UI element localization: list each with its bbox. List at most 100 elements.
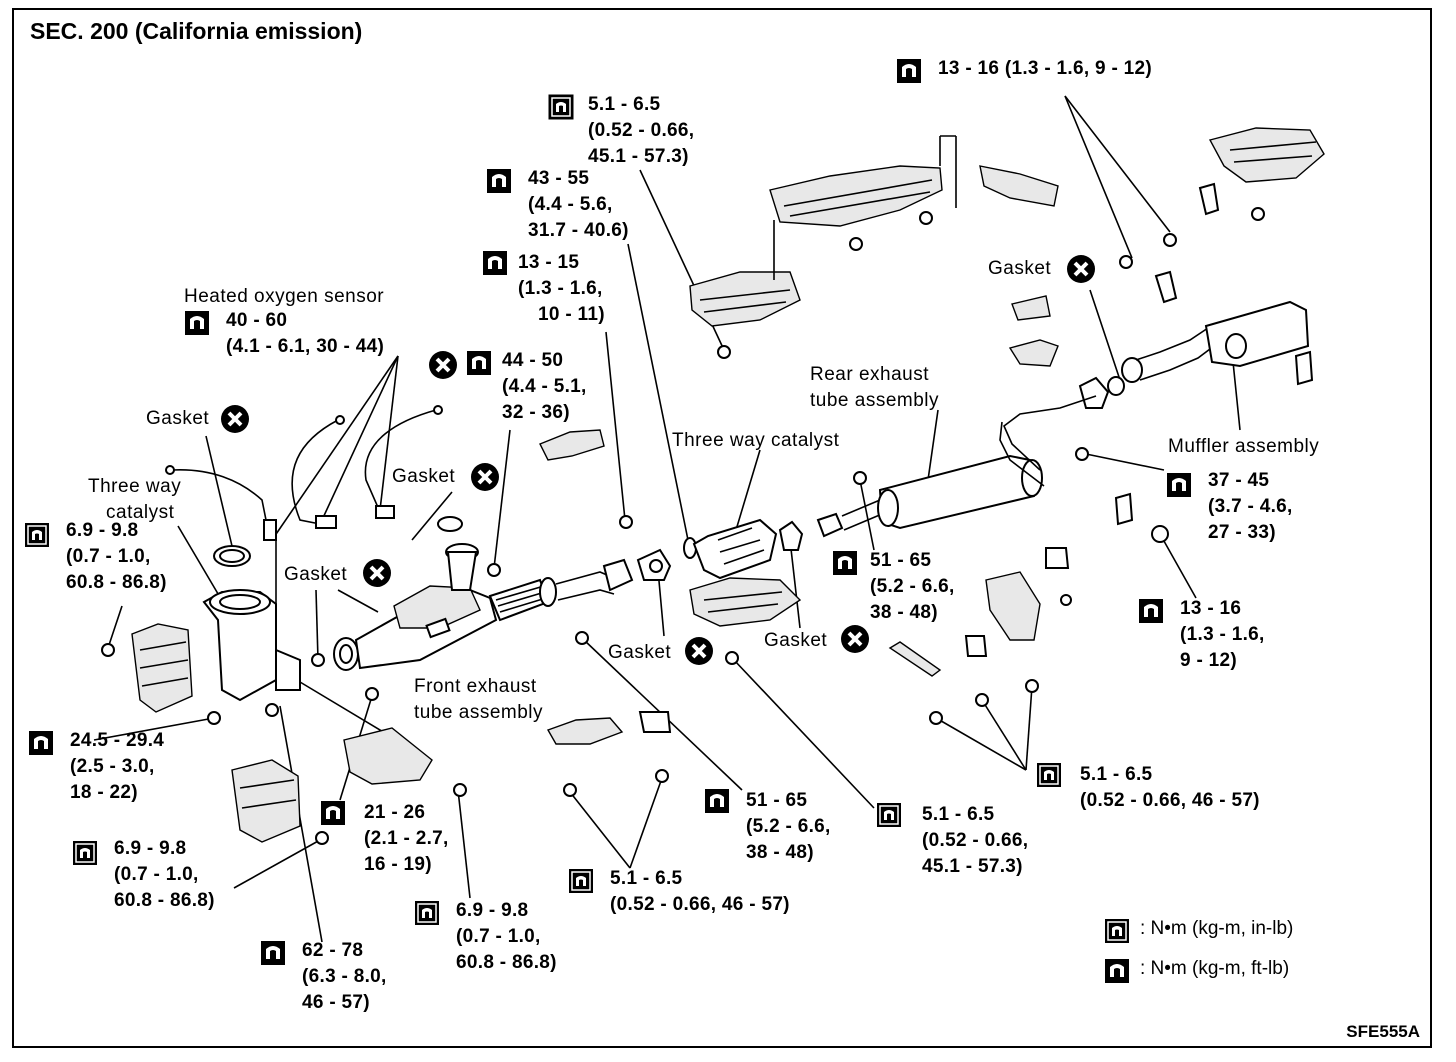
torque-wrench-ftlb-icon bbox=[1167, 473, 1191, 497]
torque-spec-t7-line2: (0.7 - 1.0, bbox=[66, 546, 151, 567]
torque-spec-t3-line2: (4.4 - 5.6, bbox=[528, 194, 613, 215]
diagram-frame bbox=[12, 8, 1432, 1048]
do-not-reuse-icon bbox=[1067, 255, 1095, 283]
label-three-way-catalyst-left-2: catalyst bbox=[106, 502, 175, 523]
do-not-reuse-icon bbox=[221, 405, 249, 433]
torque-wrench-inlb-icon bbox=[548, 94, 574, 120]
torque-spec-t5-line2: (4.1 - 6.1, 30 - 44) bbox=[226, 336, 385, 357]
do-not-reuse-icon bbox=[841, 625, 869, 653]
torque-spec-t2-line3: 45.1 - 57.3) bbox=[588, 146, 689, 167]
torque-spec-t14-line2: (6.3 - 8.0, bbox=[302, 966, 387, 987]
legend-inlb: : N•m (kg-m, in-lb) bbox=[1140, 918, 1294, 939]
torque-spec-t7-line3: 60.8 - 86.8) bbox=[66, 572, 167, 593]
torque-wrench-inlb-icon bbox=[877, 803, 901, 827]
torque-spec-t7-line1: 6.9 - 9.8 bbox=[66, 520, 139, 541]
torque-spec-t13-line3: 60.8 - 86.8) bbox=[114, 890, 215, 911]
torque-spec-t10-line3: 9 - 12) bbox=[1180, 650, 1238, 671]
figure-code: SFE555A bbox=[1346, 1022, 1420, 1041]
label-heated-oxygen-sensor: Heated oxygen sensor bbox=[184, 286, 385, 307]
torque-spec-t18-line3: 45.1 - 57.3) bbox=[922, 856, 1023, 877]
torque-spec-t3-line1: 43 - 55 bbox=[528, 168, 590, 189]
torque-spec-t2-line1: 5.1 - 6.5 bbox=[588, 94, 661, 115]
torque-spec-t6-line2: (4.4 - 5.1, bbox=[502, 376, 587, 397]
torque-spec-t4-line2: (1.3 - 1.6, bbox=[518, 278, 603, 299]
torque-spec-t1: 13 - 16 (1.3 - 1.6, 9 - 12) bbox=[938, 58, 1153, 79]
torque-spec-t12-line2: (2.1 - 2.7, bbox=[364, 828, 449, 849]
torque-spec-t6-line1: 44 - 50 bbox=[502, 350, 564, 371]
torque-wrench-inlb-icon bbox=[73, 841, 97, 865]
torque-spec-t9-line2: (3.7 - 4.6, bbox=[1208, 496, 1293, 517]
torque-wrench-ftlb-icon bbox=[1139, 599, 1163, 623]
torque-spec-t13-line2: (0.7 - 1.0, bbox=[114, 864, 199, 885]
torque-spec-t18-line1: 5.1 - 6.5 bbox=[922, 804, 995, 825]
torque-spec-t15-line2: (0.7 - 1.0, bbox=[456, 926, 541, 947]
torque-spec-t19-line1: 5.1 - 6.5 bbox=[1080, 764, 1153, 785]
torque-spec-t8-line1: 51 - 65 bbox=[870, 550, 932, 571]
bolts-and-nuts bbox=[101, 207, 1265, 845]
torque-spec-t16-line1: 5.1 - 6.5 bbox=[610, 868, 683, 889]
center-heat-shields bbox=[689, 127, 1325, 627]
left-heat-shields bbox=[131, 623, 433, 843]
label-gasket: Gasket bbox=[608, 642, 672, 663]
torque-wrench-ftlb-icon bbox=[487, 169, 511, 193]
torque-spec-t11-line1: 24.5 - 29.4 bbox=[70, 730, 165, 751]
torque-spec-t17-line3: 38 - 48) bbox=[746, 842, 814, 863]
torque-spec-t8-line3: 38 - 48) bbox=[870, 602, 938, 623]
torque-spec-t18-line2: (0.52 - 0.66, bbox=[922, 830, 1029, 851]
label-three-way-catalyst-left-1: Three way bbox=[88, 476, 182, 497]
label-rear-exhaust-2: tube assembly bbox=[810, 390, 940, 411]
torque-spec-t15-line3: 60.8 - 86.8) bbox=[456, 952, 557, 973]
label-gasket: Gasket bbox=[284, 564, 348, 585]
heated-oxygen-sensors bbox=[165, 405, 443, 541]
label-gasket: Gasket bbox=[764, 630, 828, 651]
front-exhaust-tube bbox=[333, 543, 634, 671]
label-three-way-catalyst-center: Three way catalyst bbox=[672, 430, 840, 451]
label-gasket: Gasket bbox=[988, 258, 1052, 279]
torque-spec-t12-line1: 21 - 26 bbox=[364, 802, 426, 823]
torque-spec-t17-line2: (5.2 - 6.6, bbox=[746, 816, 831, 837]
do-not-reuse-icon bbox=[685, 637, 713, 665]
torque-nm-kgm-inlb-icon bbox=[1105, 919, 1129, 943]
label-rear-exhaust-1: Rear exhaust bbox=[810, 364, 930, 385]
torque-spec-t5-line1: 40 - 60 bbox=[226, 310, 288, 331]
torque-wrench-ftlb-icon bbox=[467, 351, 491, 375]
label-muffler-assembly: Muffler assembly bbox=[1168, 436, 1320, 457]
section-title: SEC. 200 (California emission) bbox=[30, 18, 363, 44]
torque-spec-t17-line1: 51 - 65 bbox=[746, 790, 808, 811]
torque-spec-t4-line1: 13 - 15 bbox=[518, 252, 580, 273]
left-three-way-catalyst bbox=[202, 589, 301, 702]
torque-wrench-ftlb-icon bbox=[185, 311, 209, 335]
do-not-reuse-icon bbox=[471, 463, 499, 491]
torque-spec-t19-line2: (0.52 - 0.66, 46 - 57) bbox=[1080, 790, 1260, 811]
torque-spec-t14-line1: 62 - 78 bbox=[302, 940, 364, 961]
torque-spec-t2-line2: (0.52 - 0.66, bbox=[588, 120, 695, 141]
torque-wrench-ftlb-icon bbox=[261, 941, 285, 965]
label-front-exhaust-1: Front exhaust bbox=[414, 676, 537, 697]
torque-spec-t11-line2: (2.5 - 3.0, bbox=[70, 756, 155, 777]
label-front-exhaust-2: tube assembly bbox=[414, 702, 544, 723]
torque-spec-t10-line1: 13 - 16 bbox=[1180, 598, 1242, 619]
torque-spec-t9-line3: 27 - 33) bbox=[1208, 522, 1276, 543]
gaskets bbox=[213, 376, 1125, 581]
torque-wrench-ftlb-icon bbox=[29, 731, 53, 755]
rear-exhaust-and-muffler bbox=[539, 182, 1314, 745]
torque-spec-t16-line2: (0.52 - 0.66, 46 - 57) bbox=[610, 894, 790, 915]
torque-spec-t4-line3: 10 - 11) bbox=[538, 304, 605, 325]
torque-spec-t9-line1: 37 - 45 bbox=[1208, 470, 1270, 491]
torque-spec-t3-line3: 31.7 - 40.6) bbox=[528, 220, 629, 241]
do-not-reuse-icon bbox=[429, 351, 457, 379]
torque-spec-t15-line1: 6.9 - 9.8 bbox=[456, 900, 529, 921]
torque-spec-t14-line3: 46 - 57) bbox=[302, 992, 370, 1013]
legend-ftlb: : N•m (kg-m, ft-lb) bbox=[1140, 958, 1290, 979]
label-gasket: Gasket bbox=[146, 408, 210, 429]
torque-spec-t11-line3: 18 - 22) bbox=[70, 782, 138, 803]
center-three-way-catalyst bbox=[683, 518, 778, 580]
torque-wrench-ftlb-icon bbox=[833, 551, 857, 575]
torque-spec-t12-line3: 16 - 19) bbox=[364, 854, 432, 875]
torque-wrench-inlb-icon bbox=[25, 523, 49, 547]
label-gasket: Gasket bbox=[392, 466, 456, 487]
torque-wrench-inlb-icon bbox=[415, 901, 439, 925]
torque-wrench-ftlb-icon bbox=[483, 251, 507, 275]
